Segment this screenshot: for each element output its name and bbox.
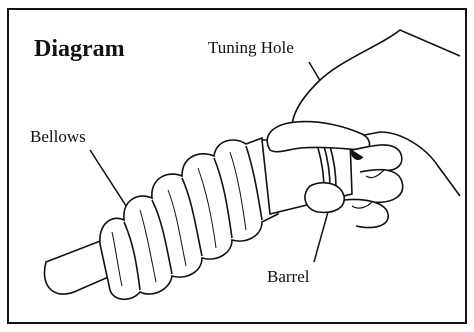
label-tuning-hole: Tuning Hole [208, 38, 294, 57]
label-barrel: Barrel [267, 267, 310, 286]
label-bellows: Bellows [30, 127, 86, 146]
diagram-title: Diagram [34, 36, 125, 62]
bellows-instrument [44, 138, 278, 299]
leader-line-bellows [90, 150, 130, 212]
